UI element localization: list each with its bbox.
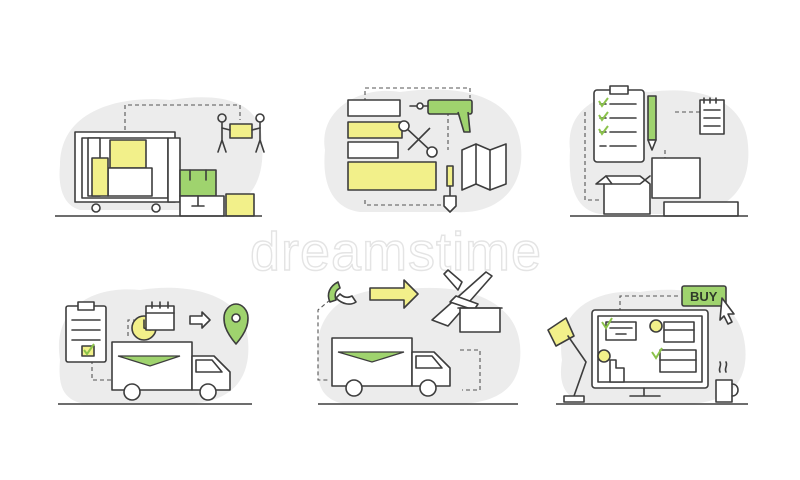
cursor-icon	[719, 297, 735, 325]
clipboard-icon	[593, 85, 645, 163]
panel-delivery	[58, 287, 252, 405]
phone-icon	[327, 281, 357, 305]
hand-cursor-icon	[609, 359, 625, 383]
airplane-icon	[431, 269, 493, 327]
watermark-text: dreamstime	[250, 222, 542, 282]
mug-icon	[715, 361, 739, 403]
map-icon	[461, 143, 507, 191]
truck-icon	[74, 131, 181, 213]
panel-repair	[324, 87, 522, 213]
panel-moving	[55, 97, 265, 217]
text-blocks-icon	[347, 99, 437, 191]
parcel-icon	[457, 307, 503, 333]
van-icon	[111, 341, 231, 401]
panel-planning	[569, 85, 749, 217]
checklist-icon	[65, 301, 107, 363]
panel-shipping	[317, 269, 521, 405]
pen-icon	[647, 95, 657, 151]
arrow-icon	[189, 311, 211, 329]
wrench-icon	[398, 120, 438, 158]
panel-online-shop: BUY	[547, 285, 748, 405]
screwdriver-icon	[443, 165, 457, 213]
movers-icon	[217, 113, 265, 153]
boxes-icon	[179, 169, 255, 217]
box-icon	[595, 157, 739, 217]
buy-label: BUY	[690, 289, 718, 304]
location-pin-icon	[223, 303, 249, 345]
notepad-icon	[699, 97, 725, 135]
drill-icon	[409, 99, 473, 133]
monitor-icon	[591, 309, 709, 397]
lamp-icon	[547, 317, 587, 403]
buy-button[interactable]: BUY	[681, 285, 727, 307]
calendar-icon	[145, 301, 175, 331]
arrow-icon	[369, 279, 419, 309]
van-icon	[331, 337, 451, 397]
